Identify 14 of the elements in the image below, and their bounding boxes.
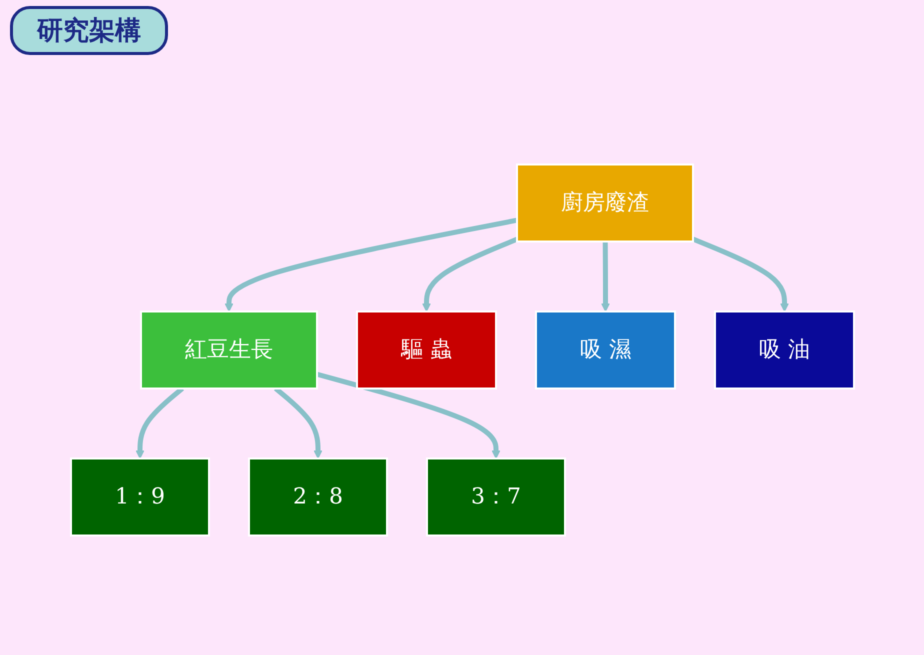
node-box: 吸 濕 [534, 310, 676, 390]
arrow [692, 236, 788, 312]
node-box: 3：7 [426, 458, 566, 536]
arrow [422, 236, 518, 312]
node-box: 紅豆生長 [140, 310, 318, 390]
node-box: 廚房廢渣 [516, 164, 694, 242]
arrow [600, 241, 610, 312]
node-box: 驅 蟲 [356, 310, 496, 390]
arrow [224, 218, 517, 312]
title-banner: 研究架構 [10, 6, 168, 55]
node-box: 2：8 [248, 458, 388, 536]
node-box: 1：9 [70, 458, 210, 536]
arrow [316, 372, 500, 459]
node-box: 吸 油 [714, 310, 854, 390]
